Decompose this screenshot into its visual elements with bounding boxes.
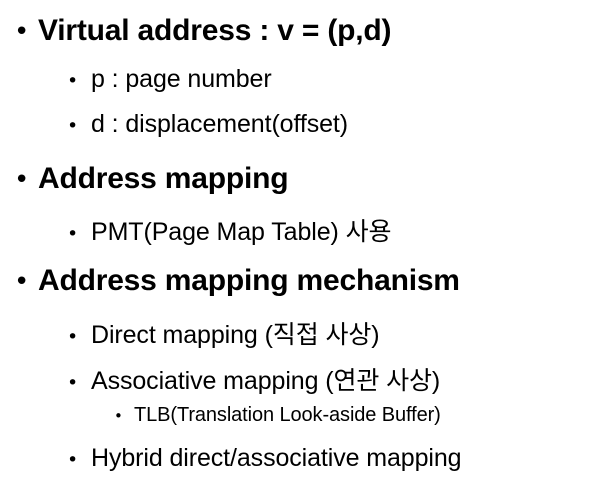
bullet-icon: • [67,70,79,92]
bullet-icon: • [67,449,79,471]
bullet-text: Address mapping [38,162,289,195]
bullet-text: Virtual address : v = (p,d) [38,14,392,47]
bullet-icon: • [14,267,30,297]
bullet-icon: • [67,223,79,245]
bullet-icon: • [67,115,79,137]
bullet-text: Direct mapping (직접 사상) [91,321,380,349]
bullet-item-virtual-address: • Virtual address : v = (p,d) [14,14,392,48]
bullet-text: Hybrid direct/associative mapping [91,444,462,472]
bullet-icon: • [14,17,30,47]
bullet-icon: • [14,165,30,195]
bullet-text: Address mapping mechanism [38,264,460,297]
bullet-item-displacement: • d : displacement(offset) [67,110,348,139]
bullet-item-address-mapping: • Address mapping [14,162,289,196]
bullet-item-hybrid-mapping: • Hybrid direct/associative mapping [67,444,462,473]
bullet-text: Associative mapping (연관 사상) [91,367,441,395]
bullet-text: d : displacement(offset) [91,110,348,138]
bullet-icon: • [114,407,123,425]
bullet-icon: • [67,372,79,394]
bullet-item-tlb: • TLB(Translation Look-aside Buffer) [114,404,441,427]
bullet-item-page-number: • p : page number [67,65,272,94]
bullet-text: p : page number [91,65,272,93]
bullet-item-associative-mapping: • Associative mapping (연관 사상) [67,361,440,397]
bullet-item-pmt: • PMT(Page Map Table) 사용 [67,212,392,248]
bullet-text: PMT(Page Map Table) 사용 [91,218,392,246]
bullet-icon: • [67,326,79,348]
bullet-text: TLB(Translation Look-aside Buffer) [134,404,441,426]
bullet-item-mapping-mechanism: • Address mapping mechanism [14,264,460,298]
bullet-item-direct-mapping: • Direct mapping (직접 사상) [67,315,380,351]
